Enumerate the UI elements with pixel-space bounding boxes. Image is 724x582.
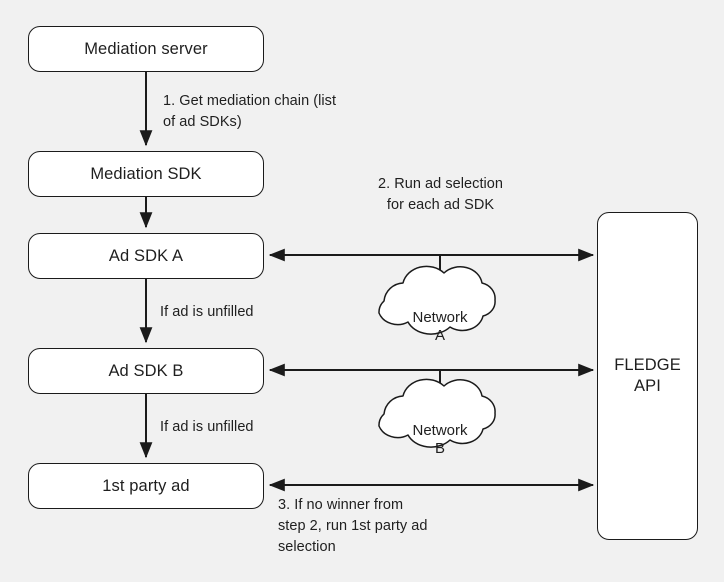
edge-label-get-mediation-chain: 1. Get mediation chain (list of ad SDKs) <box>163 93 337 131</box>
node-mediation-sdk[interactable]: Mediation SDK <box>28 151 264 197</box>
network-a-cloud-shape <box>378 265 496 335</box>
node-ad-sdk-a[interactable]: Ad SDK A <box>28 233 264 279</box>
edge-label-no-winner-first-party: 3. If no winner from step 2, run 1st par… <box>278 497 428 556</box>
node-mediation-server[interactable]: Mediation server <box>28 26 264 72</box>
node-first-party-ad-label: 1st party ad <box>102 476 190 495</box>
node-mediation-sdk-label: Mediation SDK <box>90 164 202 183</box>
edge-label-run-ad-selection: 2. Run ad selection for each ad SDK <box>377 176 504 214</box>
node-network-a-label: Network A <box>412 309 468 344</box>
node-network-b: Network B <box>380 404 500 458</box>
edge-label-if-ad-unfilled-b: If ad is unfilled <box>160 419 254 435</box>
edge-label-if-ad-unfilled-a: If ad is unfilled <box>160 304 254 320</box>
network-b-cloud-shape <box>378 378 496 448</box>
node-mediation-server-label: Mediation server <box>84 39 208 58</box>
node-network-b-label: Network B <box>412 422 468 457</box>
node-first-party-ad[interactable]: 1st party ad <box>28 463 264 509</box>
node-ad-sdk-b-label: Ad SDK B <box>108 361 184 380</box>
node-fledge-api-label: FLEDGE API <box>614 356 681 395</box>
node-ad-sdk-b[interactable]: Ad SDK B <box>28 348 264 394</box>
node-network-a: Network A <box>380 291 500 345</box>
node-fledge-api[interactable]: FLEDGE API <box>597 212 698 540</box>
node-ad-sdk-a-label: Ad SDK A <box>108 246 184 265</box>
